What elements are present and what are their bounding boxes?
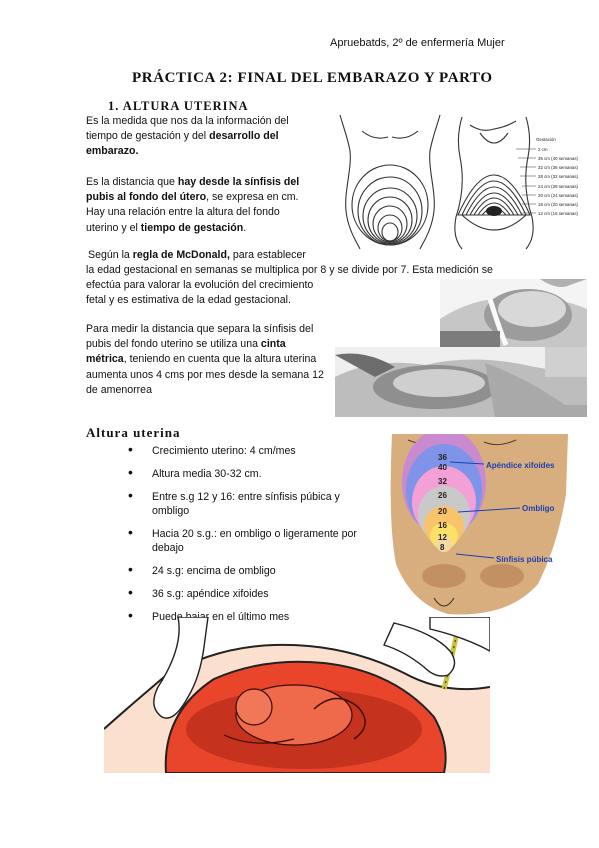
section-heading-altura-uterina-2: Altura uterina (86, 425, 181, 440)
list-item: 36 s.g: apéndice xifoides (128, 585, 378, 601)
legend-row: 20 cm (24 semanas) (538, 193, 579, 198)
paragraph-mcdonald-l2: la edad gestacional en semanas se multip… (86, 264, 493, 276)
fetus-measurement-illustration (104, 617, 490, 773)
paragraph-bold: regla de McDonald, (132, 249, 230, 261)
label-pubis: Sínfisis púbica (496, 555, 553, 564)
colored-fundal-height-diagram: 36 40 32 26 20 16 12 8 Apéndice xifoides… (388, 434, 578, 618)
legend-row: 24 cm (28 semanas) (538, 184, 579, 189)
paragraph-text: . (243, 221, 247, 234)
list-item: Crecimiento uterino: 4 cm/mes (128, 442, 378, 458)
list-item: Hacia 20 s.g.: en ombligo o ligeramente … (128, 525, 378, 555)
paragraph-mcdonald-l3: efectúa para valorar la evolución del cr… (86, 279, 314, 291)
paragraph-text: Para medir la distancia que separa la sí… (86, 323, 314, 351)
paragraph-definition: Es la medida que nos da la información d… (86, 114, 314, 160)
legend-row: 12 cm (16 semanas) (538, 211, 579, 216)
legend-row: 36 cm (40 semanas) (538, 156, 579, 161)
fundal-height-bullets: Crecimiento uterino: 4 cm/mes Altura med… (128, 442, 378, 633)
list-item: Altura media 30-32 cm. (128, 465, 378, 481)
paragraph-text: , teniendo en cuenta que la altura uteri… (86, 353, 324, 396)
level-number: 32 (438, 477, 447, 486)
photo-measuring-abdomen (440, 279, 587, 347)
paragraph-text: , se expresa en cm. Hay una relación ent… (86, 191, 299, 234)
legend-row: 32 cm (36 semanas) (538, 165, 579, 170)
fundal-height-diagram: Gestación 2 cm 36 cm (40 semanas) 32 cm … (339, 114, 579, 250)
level-number: 36 (438, 453, 447, 462)
paragraph-mcdonald-l1: Según la regla de McDonald, para estable… (88, 248, 348, 263)
page-header: Apruebatds, 2º de enfermería Mujer (330, 37, 505, 49)
label-xiphoid: Apéndice xifoides (486, 461, 555, 470)
paragraph-bold: tiempo de gestación (140, 221, 244, 234)
section-heading-altura-uterina: 1. ALTURA UTERINA (108, 99, 249, 113)
list-item: Entre s.g 12 y 16: entre sínfisis púbica… (128, 488, 378, 518)
paragraph-text: Es la medida que nos da la información d… (86, 115, 289, 143)
paragraph-bold: cinta métrica (86, 338, 286, 366)
photo-pregnant-abdomen (335, 347, 587, 417)
label-navel: Ombligo (522, 504, 555, 513)
paragraph-bold: hay desde la sínfisis del pubis al fondo… (86, 176, 300, 204)
page-title: PRÁCTICA 2: FINAL DEL EMBARAZO Y PARTO (132, 70, 493, 86)
level-number: 40 (438, 463, 447, 472)
paragraph-measuring-tape: Para medir la distancia que separa la sí… (86, 322, 324, 398)
paragraph-bold: desarrollo del embarazo. (86, 130, 279, 158)
level-number: 16 (438, 521, 447, 530)
paragraph-text: Según la (88, 249, 133, 261)
legend-row: 28 cm (32 semanas) (538, 174, 579, 179)
paragraph-distance: Es la distancia que hay desde la sínfisi… (86, 175, 314, 236)
list-item: 24 s.g: encima de ombligo (128, 562, 378, 578)
level-number: 20 (438, 507, 447, 516)
level-number: 26 (438, 491, 447, 500)
legend-title: Gestación (536, 137, 556, 142)
level-number: 12 (438, 533, 447, 542)
legend-row: 16 cm (20 semanas) (538, 202, 579, 207)
paragraph-mcdonald-l4: fetal y es estimativa de la edad gestaci… (86, 294, 291, 306)
paragraph-text: para establecer (229, 249, 306, 261)
paragraph-text: Es la distancia que (86, 176, 178, 188)
level-number: 8 (440, 543, 445, 552)
legend-row: 2 cm (538, 147, 548, 152)
